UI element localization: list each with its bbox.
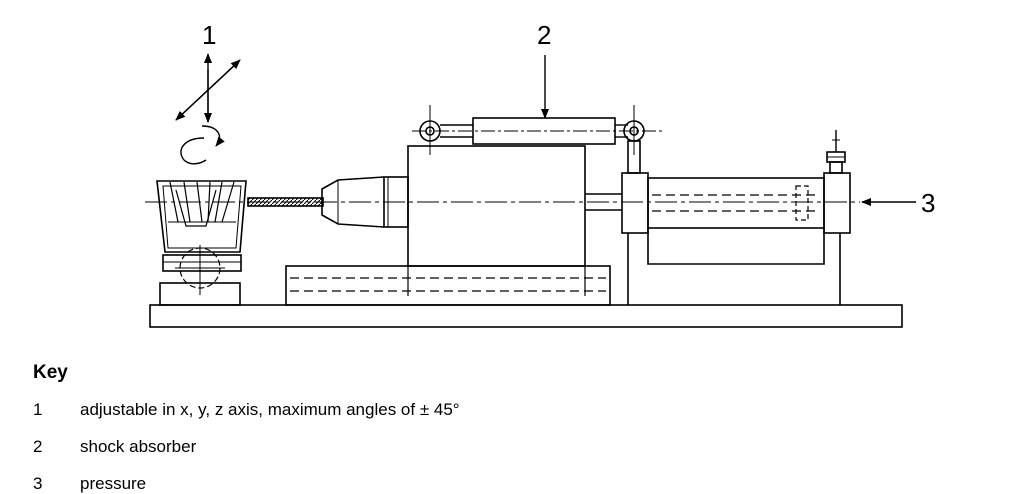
specimen-holder	[156, 180, 247, 295]
pressure-cylinder	[621, 130, 851, 305]
base-plate	[149, 304, 903, 328]
key-item-text: shock absorber	[80, 437, 197, 456]
key-item: 2 shock absorber	[33, 437, 196, 457]
key-item-number: 2	[33, 437, 43, 456]
key-item-number: 3	[33, 474, 43, 493]
key-item-text: pressure	[80, 474, 147, 493]
test-rig-diagram: 1 2 3	[145, 20, 935, 328]
key-item: 1 adjustable in x, y, z axis, maximum ang…	[33, 400, 460, 420]
key-title: Key	[33, 362, 68, 383]
callout-1: 1	[202, 20, 216, 50]
adjustment-arrows	[175, 53, 241, 165]
key-item: 3 pressure	[33, 474, 146, 494]
rail-bed	[285, 265, 611, 306]
key-item-number: 1	[33, 400, 43, 419]
shock-absorber	[412, 105, 662, 155]
key-item-text: adjustable in x, y, z axis, maximum angl…	[80, 400, 460, 419]
callout-2: 2	[537, 20, 551, 50]
carriage	[407, 145, 586, 267]
callout-3: 3	[921, 188, 935, 218]
